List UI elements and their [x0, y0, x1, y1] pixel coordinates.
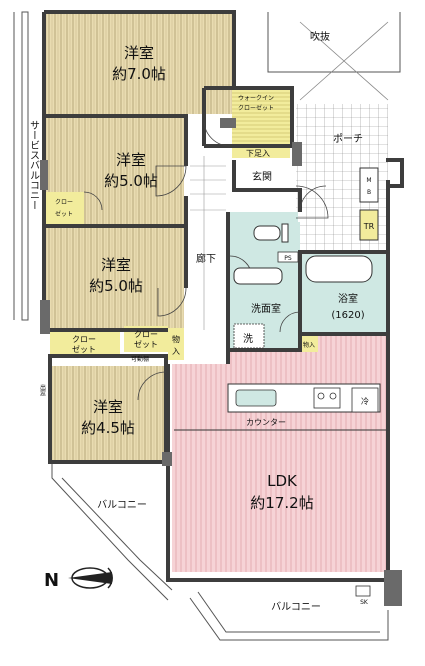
compass-icon — [68, 567, 113, 589]
corridor-label: 廊下 — [196, 252, 216, 265]
shoe-cabinet-label: 下足入 — [246, 149, 270, 158]
bedroom-4-floor — [50, 366, 166, 464]
washroom-label: 洗面室 — [251, 302, 281, 315]
ldk-type: LDK — [267, 472, 298, 490]
storage-small-label: 物入 — [303, 341, 315, 349]
bedroom-2-type: 洋室 — [116, 151, 146, 169]
bedroom-3-floor — [44, 228, 184, 328]
void-label: 吹抜 — [310, 30, 330, 43]
counter-label: カウンター — [246, 418, 286, 427]
sk-label: SK — [360, 599, 369, 606]
closet-a-label-1: クロー — [55, 199, 73, 206]
porch-label: ポーチ — [333, 133, 363, 145]
mb-label-b: B — [367, 189, 371, 196]
ps-label: PS — [284, 255, 292, 262]
closet-b-label-2: ゼット — [72, 344, 96, 354]
closet-a-floor — [44, 192, 84, 226]
washer-icon — [233, 323, 265, 349]
door-swings — [83, 119, 329, 401]
ldk-size: 約17.2帖 — [250, 494, 313, 512]
bath-label: 浴室 — [338, 292, 358, 305]
mb-box — [359, 167, 379, 203]
walkin-label-2: クローゼット — [238, 104, 274, 112]
bedroom-2-size: 約5.0帖 — [104, 172, 158, 190]
west-balcony-label: バルコニー — [97, 499, 147, 511]
wall-blocks — [40, 118, 402, 606]
bedroom-4-type: 洋室 — [93, 398, 123, 416]
storage-label-2: 入 — [172, 347, 180, 356]
bedroom-4-size: 約4.5帖 — [81, 419, 135, 437]
storage-label-1: 物 — [172, 334, 180, 344]
void-area — [267, 12, 401, 101]
bedroom-1-size: 約7.0帖 — [112, 65, 166, 83]
fridge-label: 冷 — [361, 396, 369, 406]
sink-icon — [233, 267, 283, 285]
toilet-icon — [253, 223, 289, 243]
south-balcony — [189, 591, 389, 641]
west-balcony — [51, 462, 173, 601]
kitchen-counter — [227, 383, 381, 413]
bedroom-1-floor — [44, 14, 232, 114]
closet-c-label-1: クロー — [134, 330, 158, 339]
window-label: 出窓 — [39, 383, 46, 396]
service-balcony-label: サービスバルコニー — [28, 120, 40, 210]
bath-size: (1620) — [331, 310, 364, 321]
sk-sink-icon — [355, 585, 371, 597]
tr-box — [359, 209, 379, 241]
storage-small-floor — [300, 336, 318, 352]
closet-b-label-1: クロー — [72, 335, 96, 344]
ldk-floor — [172, 336, 386, 572]
walkin-label-1: ウォークイン — [238, 94, 274, 102]
bedroom-1-type: 洋室 — [124, 44, 154, 62]
closet-b-floor — [50, 332, 120, 354]
bedroom-3-type: 洋室 — [101, 256, 131, 274]
bedroom-3-size: 約5.0帖 — [89, 277, 143, 295]
service-balcony — [13, 11, 29, 321]
movable-shelf-label: 可動棚 — [131, 355, 149, 363]
corridor-floor — [190, 156, 226, 330]
closet-c-label-2: ゼット — [134, 339, 158, 349]
shoe-cabinet-floor — [232, 146, 290, 158]
tr-label: TR — [363, 222, 375, 231]
ps-box — [277, 251, 299, 263]
mb-label-m: M — [366, 177, 371, 184]
south-balcony-label: バルコニー — [271, 601, 321, 613]
bathtub-icon — [305, 255, 373, 283]
entrance-label: 玄関 — [252, 170, 272, 183]
storage-closet-floor — [168, 328, 184, 360]
wash-label: 洗 — [243, 333, 253, 345]
closet-a-label-2: ゼット — [55, 210, 73, 218]
walkin-closet-floor — [232, 88, 290, 144]
compass-north-label: N — [44, 570, 59, 591]
